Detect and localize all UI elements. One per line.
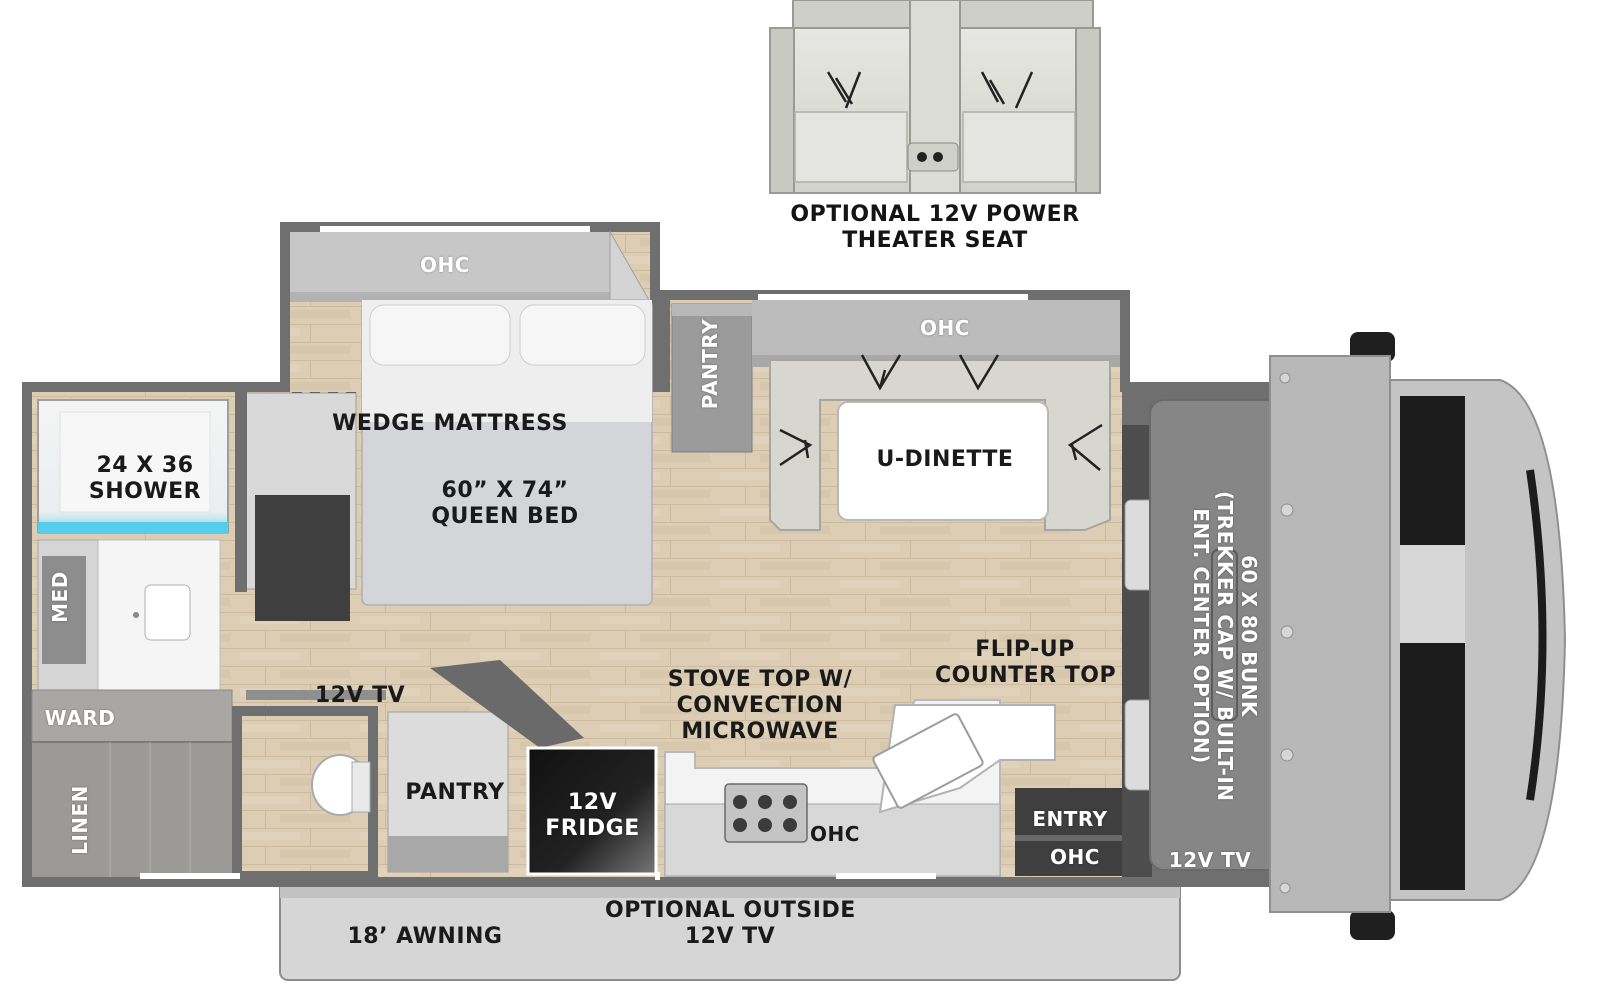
- u-dinette-label: U-DINETTE: [876, 447, 1014, 472]
- wedge-mattress-label: WEDGE MATTRESS: [332, 411, 568, 436]
- shower-size: 24 X 36: [96, 453, 194, 478]
- flip-up-counter-label: FLIP-UP COUNTER TOP: [935, 637, 1117, 689]
- bunk-line3: ENT. CENTER OPTION): [1189, 508, 1213, 764]
- bunk-label: 60 X 80 BUNK (TREKKER CAP W/ BUILT-IN EN…: [1189, 491, 1261, 802]
- stove-line2: CONVECTION: [676, 693, 844, 718]
- queen-bed-name: QUEEN BED: [431, 504, 579, 529]
- front-tv-label: 12V TV: [1168, 848, 1252, 872]
- galley-ohc-label: OHC: [810, 822, 860, 846]
- ward-label: WARD: [44, 706, 116, 730]
- awning-label: 18’ AWNING: [347, 924, 503, 949]
- stove-line1: STOVE TOP W/: [667, 667, 853, 692]
- stove-line3: MICROWAVE: [681, 719, 839, 744]
- theater-seat-label: OPTIONAL 12V POWER THEATER SEAT: [760, 202, 1110, 254]
- queen-bed-size: 60” X 74”: [441, 478, 569, 503]
- ohc-bedroom-label: OHC: [420, 253, 470, 277]
- theater-seat-line2: THEATER SEAT: [842, 228, 1028, 253]
- fridge-label: 12V FRIDGE: [535, 790, 650, 842]
- outside-tv-label: OPTIONAL OUTSIDE 12V TV: [605, 898, 855, 950]
- pantry-upper-label: PANTRY: [698, 318, 722, 410]
- fridge-line1: 12V: [567, 790, 618, 815]
- coach-body: [22, 222, 1281, 887]
- med-cabinet-label: MED: [48, 571, 72, 623]
- fridge-line2: FRIDGE: [545, 816, 640, 841]
- theater-seat-line1: OPTIONAL 12V POWER: [790, 202, 1080, 227]
- bunk-line2: (TREKKER CAP W/ BUILT-IN: [1213, 491, 1237, 802]
- shower-name: SHOWER: [88, 479, 202, 504]
- lower-pantry-label: PANTRY: [405, 780, 505, 805]
- bunk-line1: 60 X 80 BUNK: [1237, 555, 1261, 717]
- flip-up-line1: FLIP-UP: [975, 637, 1075, 662]
- linen-label: LINEN: [68, 785, 92, 855]
- shower-label: 24 X 36 SHOWER: [70, 453, 220, 505]
- bedroom-tv-label: 12V TV: [314, 683, 406, 708]
- outside-tv-line1: OPTIONAL OUTSIDE: [605, 898, 856, 923]
- flip-up-line2: COUNTER TOP: [935, 663, 1117, 688]
- queen-bed-label: 60” X 74” QUEEN BED: [400, 478, 610, 530]
- stove-label: STOVE TOP W/ CONVECTION MICROWAVE: [660, 667, 860, 745]
- ohc-dinette-label: OHC: [920, 316, 970, 340]
- cab-drawing: [1269, 332, 1567, 940]
- outside-tv-line2: 12V TV: [684, 924, 776, 949]
- entry-ohc-label: OHC: [1050, 845, 1100, 869]
- theater-seat-drawing: [769, 0, 1101, 194]
- entry-label: ENTRY: [1032, 807, 1108, 831]
